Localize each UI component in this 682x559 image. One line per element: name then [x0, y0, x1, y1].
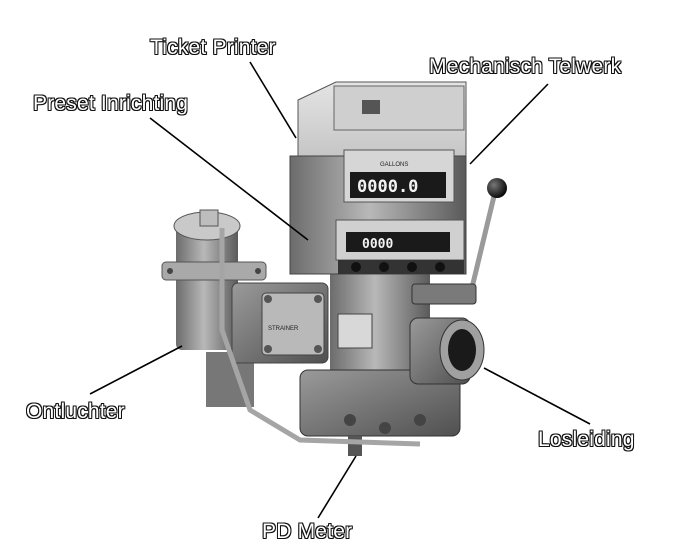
- label-losleiding: Losleiding: [538, 428, 635, 451]
- leader-lines: [89, 61, 591, 519]
- strainer-housing: STRAINER: [231, 282, 329, 364]
- leader-mechanisch-telwerk: [469, 83, 549, 165]
- leader-losleiding: [483, 367, 591, 425]
- leader-ontluchter: [89, 345, 183, 395]
- label-pd-meter: PD Meter: [262, 520, 353, 543]
- register-digits: 0000.0: [357, 177, 418, 197]
- preset-digits: 0000: [362, 237, 393, 252]
- label-preset-inrichting: Preset Inrichting: [33, 92, 189, 115]
- strainer-plate-text: STRAINER: [268, 326, 299, 332]
- leader-preset-inrichting: [149, 117, 309, 241]
- register-unit: GALLONS: [380, 162, 408, 168]
- vent-pipe: [219, 228, 421, 447]
- label-ontluchter: Ontluchter: [26, 400, 125, 423]
- leader-pd-meter: [317, 455, 357, 519]
- leader-ticket-printer: [249, 61, 297, 139]
- label-ticket-printer: Ticket Printer: [150, 36, 276, 59]
- preset-lever: [411, 178, 507, 305]
- label-mechanisch-telwerk: Mechanisch Telwerk: [429, 55, 622, 78]
- register-head: GALLONS 0000.0 0000: [289, 81, 467, 275]
- outlet-pipe: [409, 317, 485, 385]
